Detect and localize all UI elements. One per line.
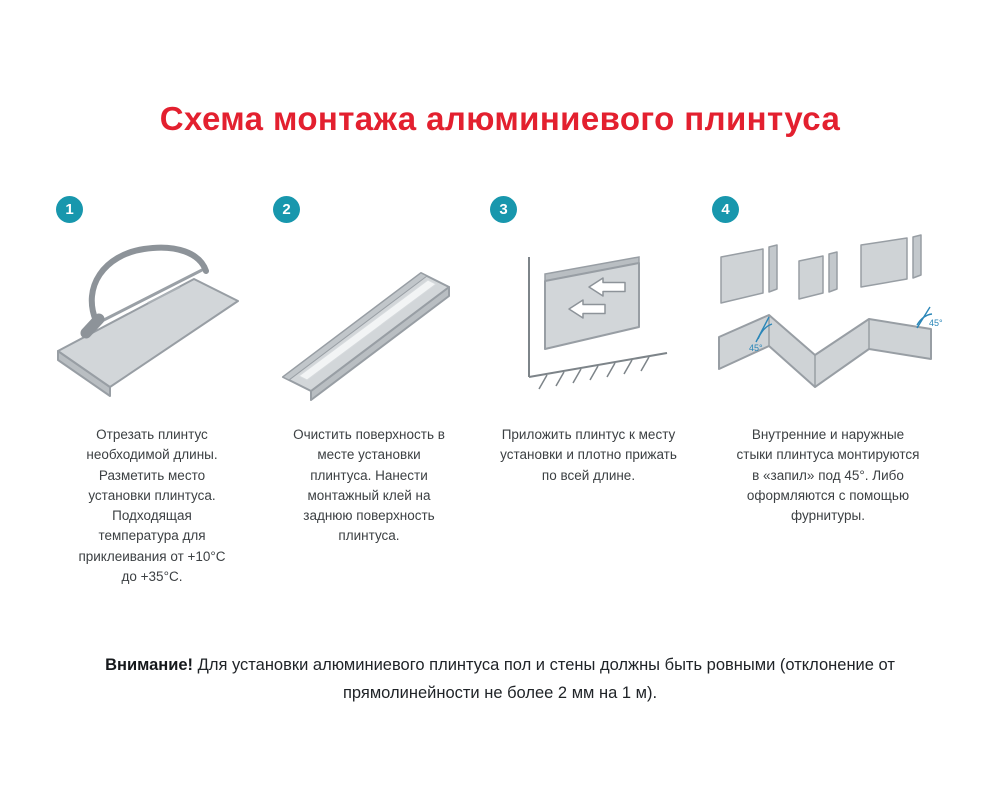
step-2-number-badge: 2 (273, 196, 300, 223)
step-4-number-badge: 4 (712, 196, 739, 223)
glue-strip (298, 279, 437, 381)
floor-hatching (537, 356, 650, 390)
hacksaw-frame (88, 244, 209, 324)
step-4: 4 (708, 196, 948, 526)
press-to-wall-illustration (527, 256, 667, 390)
step-2-number: 2 (282, 201, 291, 218)
hacksaw-blade (88, 267, 206, 329)
step-1-number: 1 (65, 201, 74, 218)
corner-joints-illustration: 45° 45° (717, 234, 943, 388)
zigzag-skirting-run (717, 314, 932, 388)
page-title: Схема монтажа алюминиевого плинтуса (159, 100, 841, 137)
step-2: 2 Очистить поверхность в месте установки… (269, 196, 469, 547)
warning-text: Для установки алюминиевого плинтуса пол … (197, 656, 895, 703)
step-3-number: 3 (499, 201, 508, 218)
press-arrows (567, 277, 626, 319)
corner-fold-lines (767, 315, 870, 387)
step-3-description: Приложить плинтус к месту установки и пл… (500, 427, 677, 483)
warning-label: Внимание! (105, 656, 194, 674)
step-2-description: Очистить поверхность в месте установки п… (293, 427, 445, 544)
step-1-description: Отрезать плинтус необходимой длины. Разм… (78, 427, 226, 584)
step-3-illustration (489, 229, 689, 417)
floor-line (528, 352, 667, 378)
arrow-left-icon (567, 299, 606, 319)
steps-row: 1 Отрезать плинтус необ (0, 196, 1000, 587)
angle-label: 45° (929, 318, 943, 328)
step-4-number: 4 (721, 201, 730, 218)
profile-fold (282, 272, 428, 381)
separated-pieces (719, 234, 922, 304)
step-2-illustration (269, 229, 469, 417)
angle-marks (754, 306, 932, 343)
warning-note: Внимание! Для установки алюминиевого пли… (75, 651, 925, 707)
step-1-illustration (52, 229, 252, 417)
step-3-number-badge: 3 (490, 196, 517, 223)
glue-profile-illustration (282, 272, 450, 401)
hacksaw-cutting-illustration (57, 244, 239, 397)
angle-label: 45° (749, 343, 763, 353)
step-4-description: Внутренние и наружные стыки плинтуса мон… (736, 427, 920, 523)
hacksaw-handle (80, 313, 105, 339)
step-1-number-badge: 1 (56, 196, 83, 223)
step-4-illustration: 45° 45° (711, 229, 946, 417)
step-1: 1 Отрезать плинтус необ (52, 196, 252, 587)
arrow-left-icon (587, 277, 626, 297)
cut-line (147, 286, 181, 304)
step-3: 3 (486, 196, 691, 486)
